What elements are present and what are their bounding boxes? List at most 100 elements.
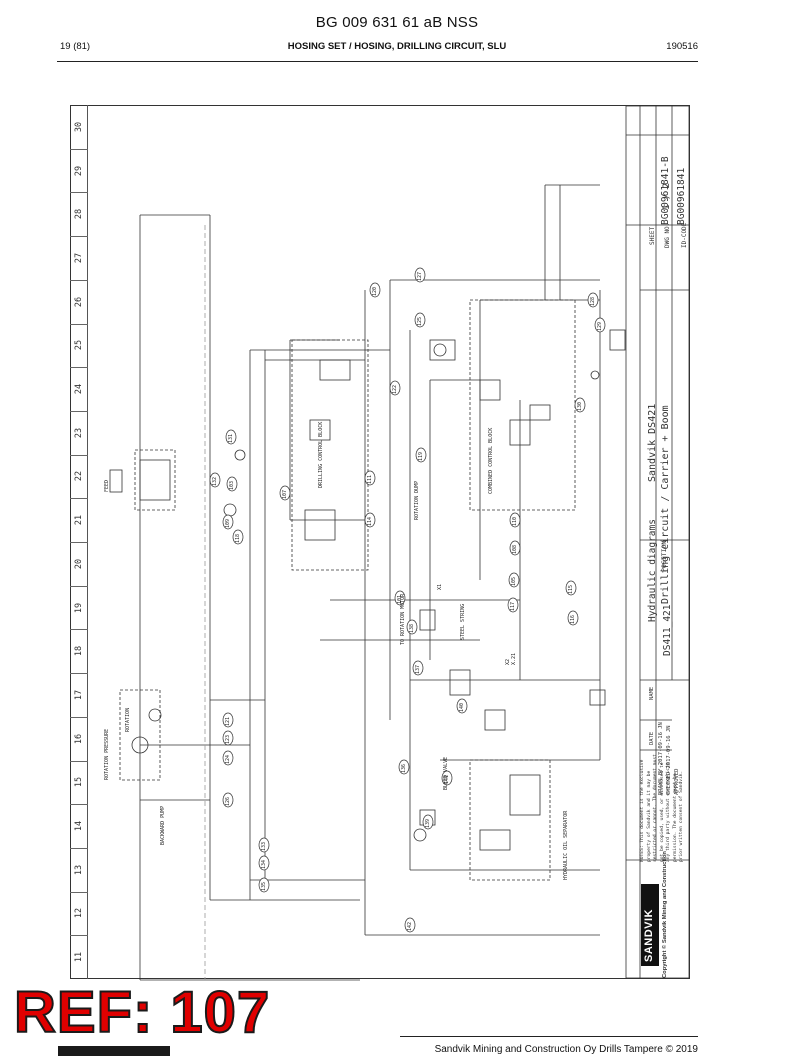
document-title: BG 009 631 61 aB NSS [315, 14, 479, 31]
x1-label: X1 [437, 583, 443, 590]
part-number: 125 [417, 316, 423, 326]
title-block-position-label: POSITION [660, 540, 668, 572]
zone-divider [70, 279, 88, 281]
part-number-marker [507, 597, 519, 613]
part-number: 103 [229, 480, 235, 490]
zone-divider [70, 716, 88, 718]
zone-divider [70, 498, 88, 500]
part-number-marker [565, 580, 577, 596]
sandvik-logo [641, 884, 659, 966]
part-number: 128 [590, 296, 596, 306]
part-number: 108 [512, 544, 518, 554]
section-title: HOSING SET / HOSING, DRILLING CIRCUIT, S… [287, 41, 507, 52]
zone-divider [70, 804, 88, 806]
part-number-markers [209, 267, 606, 933]
part-number: 127 [417, 271, 423, 281]
part-number-marker [508, 572, 520, 588]
title-block-dwg-value: BG00961841-B [660, 156, 671, 225]
part-number-marker [222, 792, 234, 808]
title-block-product: Sandvik DS421 [647, 403, 658, 482]
part-number-marker [364, 512, 376, 528]
zone-divider [70, 367, 88, 369]
zone-divider [70, 585, 88, 587]
title-block-dwg-label: DWG NO. [664, 222, 671, 248]
zone-divider [70, 323, 88, 325]
header-divider [57, 61, 698, 62]
part-number-marker [509, 512, 521, 528]
part-number-marker [279, 485, 291, 501]
part-number-marker [364, 470, 376, 486]
part-number: 123 [225, 734, 231, 744]
bleed-valve-label: BLEED VALVE [443, 756, 449, 790]
zone-divider [70, 935, 88, 937]
footer-company: Sandvik Mining and Construction Oy Drill… [434, 1044, 698, 1055]
part-number-marker [222, 712, 234, 728]
zone-divider [70, 454, 88, 456]
part-number: 115 [568, 584, 574, 594]
part-number: 117 [510, 601, 516, 611]
part-number-marker [222, 514, 234, 530]
part-number-marker [258, 837, 270, 853]
schematic-sheet [70, 105, 690, 979]
part-number: 131 [228, 433, 234, 443]
title-block-notes: NOTES: This document is the exclusive pr… [640, 754, 684, 862]
part-number: 107 [282, 489, 288, 499]
zone-divider [70, 847, 88, 849]
reference-stamp: REF: 107 [13, 980, 271, 1045]
part-number-marker [394, 590, 406, 606]
part-number: 139 [425, 818, 431, 828]
part-number-marker [574, 397, 586, 413]
part-number: 138 [409, 623, 415, 633]
to-rotation-motor-label: TO ROTATION MOTOR [400, 593, 406, 645]
zone-divider [70, 673, 88, 675]
rotation-dump-label: ROTATION DUMP [414, 480, 420, 520]
part-number-marker [414, 312, 426, 328]
part-number-marker [406, 619, 418, 635]
part-number: 129 [597, 321, 603, 331]
part-number: 105 [511, 576, 517, 586]
part-number-marker [226, 476, 238, 492]
part-number-marker [509, 540, 521, 556]
steel-string-label: STEEL STRING [460, 603, 466, 640]
footer-divider [400, 1036, 698, 1037]
part-number: 132 [212, 476, 218, 486]
x21-label: X.21 [511, 652, 517, 665]
part-number: 140 [459, 702, 465, 712]
part-number: 116 [570, 614, 576, 624]
title-block-diagram-type: Hydraulic diagrams [647, 519, 658, 622]
rotation-motor-label: ROTATION [125, 707, 131, 732]
part-number: 137 [415, 664, 421, 674]
rotation-pressure-label: ROTATION PRESSURE [104, 728, 110, 780]
sandvik-logo-text: SANDVIK [643, 908, 655, 962]
part-number: 119 [418, 451, 424, 461]
part-number: 110 [512, 516, 518, 526]
part-number-marker [415, 447, 427, 463]
part-number-marker [412, 660, 424, 676]
part-number: 126 [225, 796, 231, 806]
part-number: 122 [392, 384, 398, 394]
zone-divider [70, 760, 88, 762]
title-block-copyright: Copyright © Sandvik Mining and Construct… [662, 851, 668, 978]
part-number-marker [258, 855, 270, 871]
feed-label: FEED [104, 479, 110, 492]
part-number-marker [209, 472, 221, 488]
part-number: 133 [261, 841, 267, 851]
hydraulic-oil-separator-label: HYDRAULIC OIL SEPARATOR [563, 810, 569, 880]
part-number-marker [222, 750, 234, 766]
part-number: 135 [261, 881, 267, 891]
part-number-marker [456, 698, 468, 714]
part-number-marker [225, 429, 237, 445]
part-number-marker [594, 317, 606, 333]
zone-divider [70, 236, 88, 238]
zone-divider [70, 542, 88, 543]
title-block-name-label: NAME [649, 686, 655, 700]
footer-logo [58, 1046, 170, 1056]
part-number: 121 [225, 716, 231, 726]
part-number-marker [222, 730, 234, 746]
page-number: 19 (81) [60, 41, 91, 52]
title-block-model: DS411_421 [662, 604, 673, 656]
zone-divider [70, 148, 88, 150]
part-number-marker [414, 267, 426, 283]
title-block-frame [625, 105, 690, 979]
part-number-marker [389, 380, 401, 396]
